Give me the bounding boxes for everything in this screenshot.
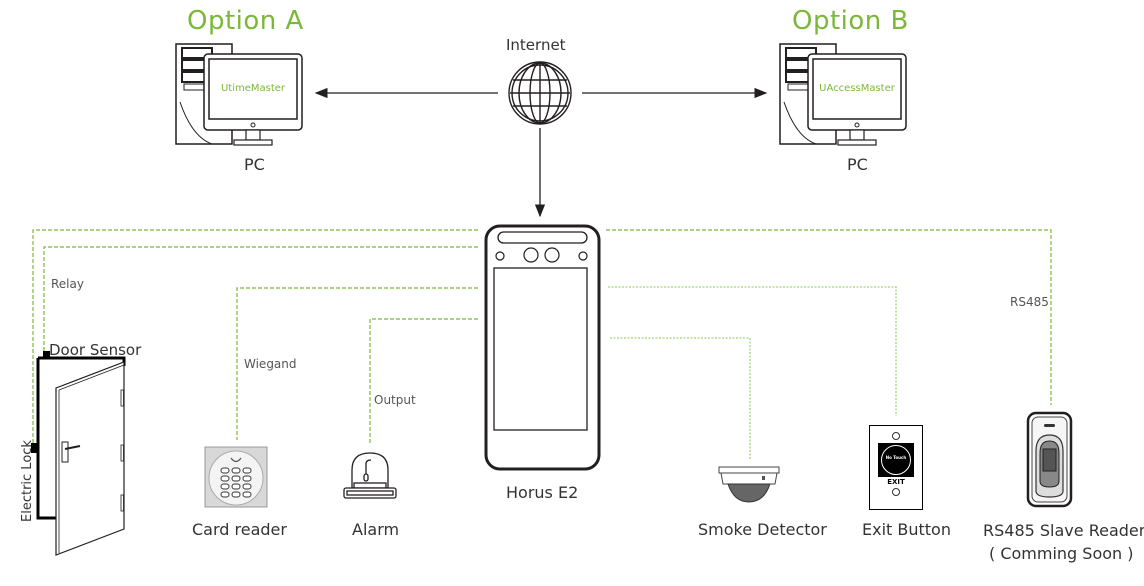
door-icon — [31, 351, 126, 556]
relay-line — [43, 246, 478, 352]
rs485-label: RS485 — [1010, 295, 1049, 309]
rs485-slave-reader[interactable] — [1026, 411, 1073, 508]
software-name-b: UAccessMaster — [819, 83, 895, 94]
pc-label-a: PC — [244, 155, 265, 174]
door-sensor-label: Door Sensor — [49, 341, 142, 359]
screw-icon — [892, 432, 900, 440]
smoke-detector-icon — [718, 466, 780, 503]
card-reader[interactable] — [204, 446, 268, 508]
terminal-device-icon — [484, 224, 601, 471]
electric-lock-icon — [31, 443, 39, 453]
alarm[interactable] — [342, 450, 398, 500]
exit-button-device[interactable]: No Touch EXIT — [869, 425, 923, 510]
relay-label: Relay — [51, 277, 84, 291]
alarm-label: Alarm — [352, 520, 400, 539]
siren-icon — [343, 452, 397, 499]
pc-label-b: PC — [847, 155, 868, 174]
touch-panel: No Touch — [878, 443, 914, 477]
smoke-detector-label: Smoke Detector — [698, 520, 827, 539]
fingerprint-reader-icon — [1026, 411, 1073, 508]
rs485-slave-reader-note: ( Comming Soon ) — [989, 544, 1134, 563]
exit-button-label: Exit Button — [862, 520, 951, 539]
door-sensor-icon — [43, 351, 50, 359]
rs485-slave-reader-label: RS485 Slave Reader — [983, 521, 1144, 540]
software-name-a: UtimeMaster — [220, 83, 286, 94]
horus-e2-label: Horus E2 — [506, 483, 579, 502]
exit-button-line — [608, 286, 897, 416]
wiegand-label: Wiegand — [244, 357, 297, 371]
internet-label: Internet — [506, 36, 566, 54]
screw-icon — [892, 488, 900, 496]
electric-lock-line — [32, 229, 478, 445]
output-label: Output — [374, 393, 416, 407]
rs485-line — [606, 229, 1052, 405]
electric-lock-label: Electric Lock — [20, 440, 35, 522]
internet-globe[interactable] — [507, 60, 573, 126]
pc-option-b[interactable]: UAccessMaster — [776, 42, 911, 150]
keypad-reader-icon — [204, 446, 268, 508]
door[interactable] — [28, 348, 128, 563]
desktop-computer-icon — [779, 43, 907, 146]
smoke-detector-line — [610, 337, 751, 460]
desktop-computer-icon — [175, 43, 303, 146]
exit-text: EXIT — [887, 478, 905, 486]
globe-icon — [508, 61, 572, 125]
option-b-title: Option B — [792, 6, 909, 36]
wiegand-line — [236, 287, 478, 440]
smoke-detector[interactable] — [718, 466, 780, 504]
output-line — [369, 318, 478, 445]
option-a-title: Option A — [187, 6, 304, 36]
horus-e2-device[interactable] — [484, 224, 601, 472]
pc-option-a[interactable]: UtimeMaster — [172, 42, 307, 150]
card-reader-label: Card reader — [192, 520, 287, 539]
